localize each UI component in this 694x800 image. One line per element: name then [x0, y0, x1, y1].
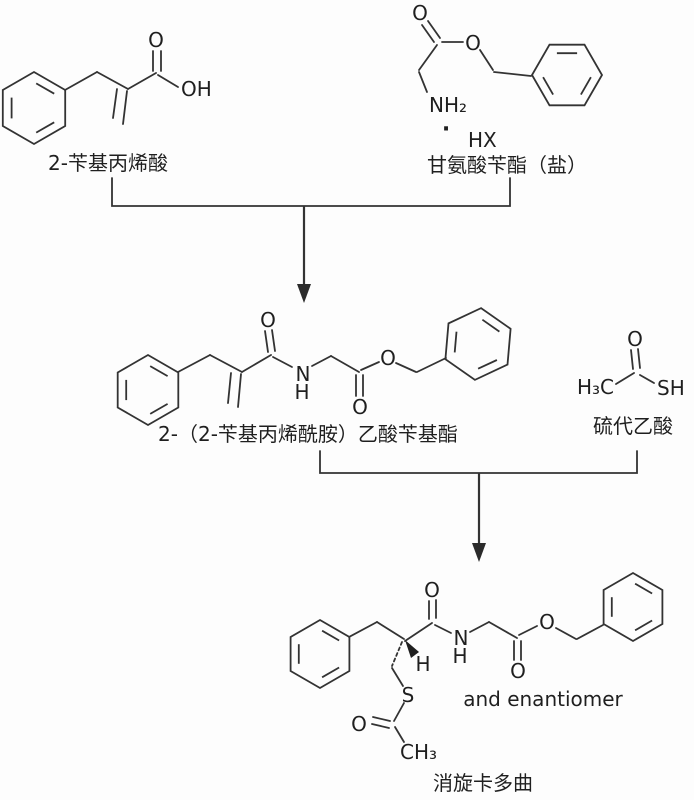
structure-amide-intermediate — [177, 329, 447, 408]
atom-label-ester-o: O — [380, 346, 396, 370]
benzene-ring — [444, 307, 512, 381]
stereo-dashed-bond — [391, 641, 403, 667]
aromatic-double-bond — [35, 121, 55, 134]
vinyl-double-bond — [112, 88, 128, 125]
aromatic-double-bond — [477, 359, 498, 370]
atom-label-sulfur: S — [402, 683, 415, 707]
combine-bracket-1 — [111, 177, 511, 207]
atom-label-carbonyl-o: O — [627, 327, 643, 351]
thioester-carbonyl-double-bond — [371, 716, 391, 729]
stereo-wedge-bond — [405, 640, 419, 658]
atom-label-thiol: SH — [657, 376, 685, 400]
compound-label-glycine-benzyl-ester-salt: 甘氨酸苄酯（盐） — [427, 153, 587, 177]
atom-label-hydroxyl: OH — [181, 77, 212, 101]
ester-carbonyl-double-bond — [355, 374, 364, 397]
benzene-ring — [289, 618, 351, 690]
compound-label-2-benzylacrylic-acid: 2-苄基丙烯酸 — [48, 151, 168, 175]
atom-label-methyl: H₃C — [577, 375, 614, 399]
compound-label-thioacetic-acid: 硫代乙酸 — [593, 414, 673, 438]
carboxyl-double-bond — [127, 50, 162, 90]
atom-label-ester-o: O — [539, 610, 555, 634]
compound-name-labels: 2-苄基丙烯酸 甘氨酸苄酯（盐） 2-（2-苄基丙烯酰胺）乙酸苄基酯 硫代乙酸 … — [48, 151, 673, 795]
amide-carbonyl-double-bond — [428, 599, 437, 620]
atom-label-amide-n: N — [296, 362, 311, 386]
aromatic-double-bond — [542, 76, 554, 96]
atom-label-carbonyl-o: O — [412, 1, 428, 25]
structure-thioacetic-acid — [615, 348, 655, 385]
atom-label-ester-o: O — [465, 31, 481, 55]
structure-racecadotril — [348, 599, 604, 743]
aromatic-double-bond — [481, 318, 500, 333]
aromatic-double-bond — [35, 82, 55, 95]
atom-label-methyl: CH₃ — [400, 740, 437, 764]
carbonyl-double-bond — [630, 348, 641, 370]
aromatic-double-bond — [634, 619, 653, 632]
structure-glycine-benzyl-ester — [418, 20, 532, 93]
reaction-arrow-2 — [472, 472, 486, 562]
aromatic-double-bond — [149, 365, 169, 377]
atom-label-ester-carbonyl-o: O — [510, 659, 526, 683]
aromatic-double-bond — [580, 76, 592, 96]
ester-carbonyl-double-bond — [513, 640, 522, 661]
aromatic-double-bond — [453, 331, 458, 353]
salt-formula: HX — [468, 128, 497, 152]
benzene-ring — [530, 43, 604, 107]
atom-labels: O OH O O NH₂ · HX O N H O O H₃C O SH O N… — [148, 1, 685, 764]
atom-label-carbonyl-o: O — [148, 28, 164, 52]
benzene-ring — [116, 353, 180, 427]
aromatic-double-bond — [149, 403, 169, 415]
atom-label-amide-h: H — [294, 380, 309, 404]
atom-label-thioester-o: O — [351, 712, 367, 736]
compound-label-amide-intermediate: 2-（2-苄基丙烯酰胺）乙酸苄基酯 — [158, 422, 458, 446]
atom-label-stereo-h: H — [415, 652, 430, 676]
reaction-arrow-1 — [297, 205, 311, 303]
atom-label-amide-n: N — [454, 626, 469, 650]
atom-label-ester-carbonyl-o: O — [352, 395, 368, 419]
enantiomer-note: and enantiomer — [463, 687, 623, 711]
atom-label-amide-o: O — [260, 308, 276, 332]
carbonyl-double-bond — [421, 20, 441, 43]
aromatic-double-bond — [321, 666, 340, 679]
atom-label-amide-o: O — [424, 578, 440, 602]
aromatic-double-bond — [321, 629, 340, 642]
atom-label-amine: NH₂ — [429, 93, 467, 117]
compound-label-racecadotril: 消旋卡多曲 — [433, 771, 533, 795]
amide-carbonyl-double-bond — [264, 329, 276, 353]
combine-bracket-2 — [319, 450, 638, 474]
vinyl-double-bond — [227, 372, 242, 408]
benzene-ring — [1, 70, 67, 146]
benzene-ring — [602, 571, 664, 643]
atom-label-amide-h: H — [452, 644, 467, 668]
salt-dot: · — [442, 117, 450, 142]
structure-2-benzylacrylic-acid — [64, 50, 179, 125]
aromatic-double-bond — [634, 582, 653, 595]
